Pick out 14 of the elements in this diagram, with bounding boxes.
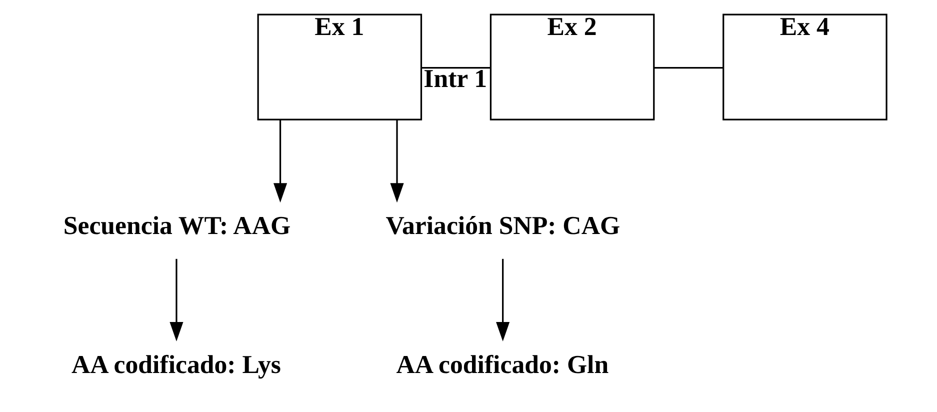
arrow — [273, 120, 288, 203]
node-text: AA codificado: Gln — [396, 350, 609, 379]
node-box: Ex 1 — [257, 14, 422, 120]
node-text: Variación SNP: CAG — [386, 210, 620, 240]
connector — [654, 67, 723, 69]
node-text: AA codificado: Lys — [71, 350, 281, 379]
arrow — [170, 258, 184, 342]
arrow — [496, 258, 510, 342]
edge-label: Intr 1 — [424, 64, 488, 93]
node-box: Ex 4 — [722, 14, 888, 120]
arrow — [390, 120, 404, 203]
connector — [422, 67, 490, 69]
node-text: Secuencia WT: AAG — [63, 210, 291, 240]
node-box: Ex 2 — [490, 14, 655, 120]
